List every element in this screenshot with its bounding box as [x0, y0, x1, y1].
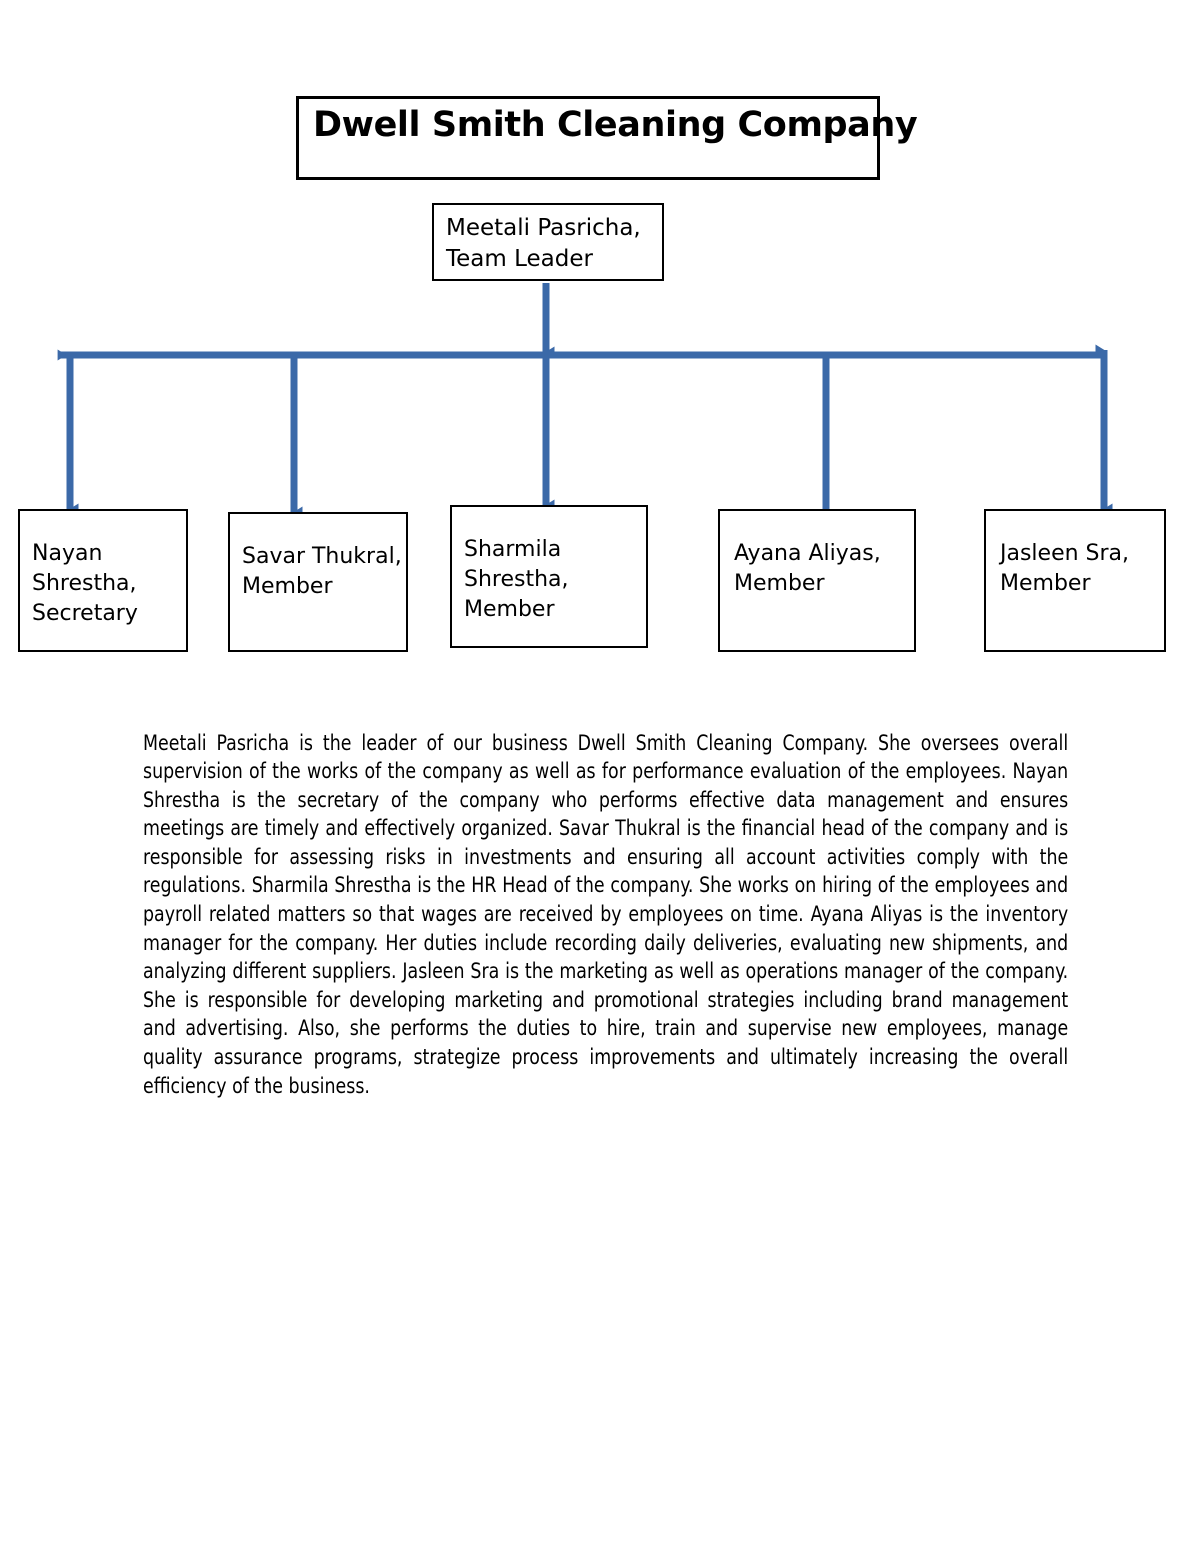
org-node-team-leader: Meetali Pasricha, Team Leader	[432, 203, 664, 281]
org-node-label: Meetali Pasricha, Team Leader	[446, 215, 641, 272]
org-node-label: Savar Thukral, Member	[242, 544, 402, 599]
org-node-label: Nayan Shrestha, Secretary	[32, 541, 138, 626]
org-node-label: Sharmila Shrestha, Member	[464, 537, 569, 622]
org-node-member-1: Savar Thukral, Member	[228, 512, 408, 652]
org-node-member-4: Jasleen Sra, Member	[984, 509, 1166, 652]
org-node-label: Ayana Aliyas, Member	[734, 541, 881, 596]
org-node-label: Jasleen Sra, Member	[1000, 541, 1130, 596]
body-paragraph: Meetali Pasricha is the leader of our bu…	[143, 730, 1069, 1099]
org-node-member-3: Ayana Aliyas, Member	[718, 509, 916, 652]
org-node-member-2: Sharmila Shrestha, Member	[450, 505, 648, 648]
company-title-box: Dwell Smith Cleaning Company	[296, 96, 918, 180]
page-title: Dwell Smith Cleaning Company	[313, 105, 918, 145]
org-node-member-0: Nayan Shrestha, Secretary	[18, 509, 188, 652]
